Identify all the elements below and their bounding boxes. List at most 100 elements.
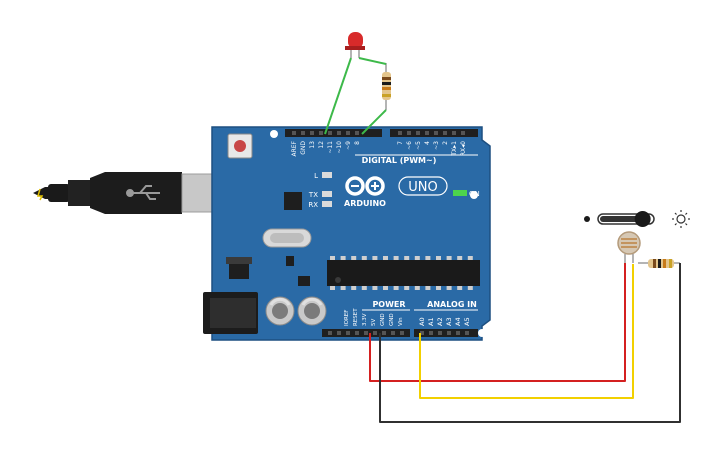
power-pin-label: Vin (398, 317, 404, 326)
analog-pin-label: A3 (445, 317, 453, 326)
usb-icon (126, 185, 160, 200)
slider-thumb[interactable] (634, 211, 651, 227)
power-pin-hole[interactable] (391, 331, 395, 335)
digital-pin-hole[interactable] (407, 131, 411, 135)
digital-pin-label: ~5 (415, 141, 422, 150)
icsp-header (298, 276, 310, 286)
digital-pin-hole[interactable] (319, 131, 323, 135)
mounting-hole (478, 329, 486, 337)
digital-pin-hole[interactable] (292, 131, 296, 135)
analog-pin-hole[interactable] (456, 331, 460, 335)
analog-pin-label: A1 (427, 317, 435, 326)
digital-pin-hole[interactable] (452, 131, 456, 135)
digital-pin-label: 8 (354, 141, 361, 145)
capacitor (297, 296, 327, 326)
analog-pin-hole[interactable] (447, 331, 451, 335)
digital-pin-hole[interactable] (328, 131, 332, 135)
analog-pin-label: A4 (454, 317, 462, 326)
power-pin-hole[interactable] (400, 331, 404, 335)
onboard-leds: L TX RX ON (308, 172, 480, 209)
digital-pin-label: RX◂0 (460, 141, 467, 156)
digital-pin-hole[interactable] (443, 131, 447, 135)
analog-pin-hole[interactable] (420, 331, 424, 335)
digital-pin-hole[interactable] (355, 131, 359, 135)
digital-pin-hole[interactable] (425, 131, 429, 135)
led-label-l: L (314, 172, 318, 180)
analog-pin-label: A5 (463, 317, 471, 326)
digital-pin-hole[interactable] (461, 131, 465, 135)
voltage-regulator (229, 263, 249, 279)
sun-icon (672, 210, 690, 228)
power-pin-hole[interactable] (337, 331, 341, 335)
digital-pin-label: 4 (424, 141, 431, 145)
pulldown-resistor[interactable] (638, 259, 680, 268)
digital-pin-hole[interactable] (301, 131, 305, 135)
led-cathode-wire[interactable] (324, 57, 352, 135)
atmega-chip (327, 256, 480, 290)
digital-pin-label: ~11 (327, 141, 334, 154)
ground-wire[interactable] (379, 263, 681, 423)
analog-pin-hole[interactable] (438, 331, 442, 335)
power-pin-hole[interactable] (382, 331, 386, 335)
digital-pin-hole[interactable] (346, 131, 350, 135)
power-pin-hole[interactable] (373, 331, 377, 335)
mounting-hole (270, 130, 278, 138)
led-resistor-wire[interactable] (358, 57, 387, 135)
red-led[interactable] (345, 32, 365, 58)
power-pin-label: IOREF (344, 310, 350, 326)
power-jack[interactable] (203, 292, 258, 334)
dim-indicator-icon (584, 216, 590, 222)
digital-pin-label: ~10 (336, 141, 343, 154)
digital-pin-hole[interactable] (398, 131, 402, 135)
crystal-oscillator (262, 228, 312, 248)
reset-button[interactable] (227, 133, 253, 159)
digital-pin-hole[interactable] (416, 131, 420, 135)
arduino-logo: ARDUINO (344, 176, 386, 208)
analog-pin-hole[interactable] (465, 331, 469, 335)
power-header-label: POWER (372, 300, 405, 309)
analog-pin-label: A0 (418, 317, 426, 326)
analog-pin-label: A2 (436, 317, 444, 326)
digital-pin-label: ~3 (433, 141, 440, 150)
digital-pin-label: TX▸1 (451, 141, 458, 157)
digital-pin-hole[interactable] (310, 131, 314, 135)
power-pin-label: 5V (371, 319, 377, 326)
analog-header-label: ANALOG IN (427, 300, 477, 309)
power-pin-hole[interactable] (364, 331, 368, 335)
led-label-tx: TX (308, 191, 318, 199)
power-pin-label: 3.3V (362, 313, 368, 326)
usb-cable[interactable] (33, 172, 231, 214)
led-resistor[interactable] (382, 63, 391, 110)
digital-pin-label: GND (300, 141, 307, 155)
photoresistor[interactable] (617, 231, 641, 263)
led-label-rx: RX (308, 201, 318, 209)
power-pin-hole[interactable] (328, 331, 332, 335)
uno-badge: UNO (398, 176, 448, 196)
digital-pin-label: 13 (309, 141, 316, 149)
smd-component (286, 256, 294, 266)
brand-label: ARDUINO (344, 199, 386, 208)
model-label: UNO (408, 180, 437, 195)
capacitor (265, 296, 295, 326)
power-pin-hole[interactable] (346, 331, 350, 335)
digital-header-label: DIGITAL (PWM~) (362, 156, 437, 165)
digital-pin-hole[interactable] (337, 131, 341, 135)
led-label-on: ON (469, 190, 480, 198)
digital-header[interactable] (285, 129, 478, 137)
usb-chip (284, 192, 302, 210)
5v-wire[interactable] (369, 263, 626, 382)
analog-header[interactable] (414, 329, 478, 337)
a0-signal-wire[interactable] (419, 264, 634, 399)
analog-pin-hole[interactable] (429, 331, 433, 335)
mounting-hole (470, 191, 478, 199)
digital-pin-label: ~9 (345, 141, 352, 150)
light-intensity-slider[interactable] (584, 210, 690, 228)
power-pin-hole[interactable] (355, 331, 359, 335)
digital-pin-hole[interactable] (434, 131, 438, 135)
power-pin-label: GND (380, 313, 386, 326)
